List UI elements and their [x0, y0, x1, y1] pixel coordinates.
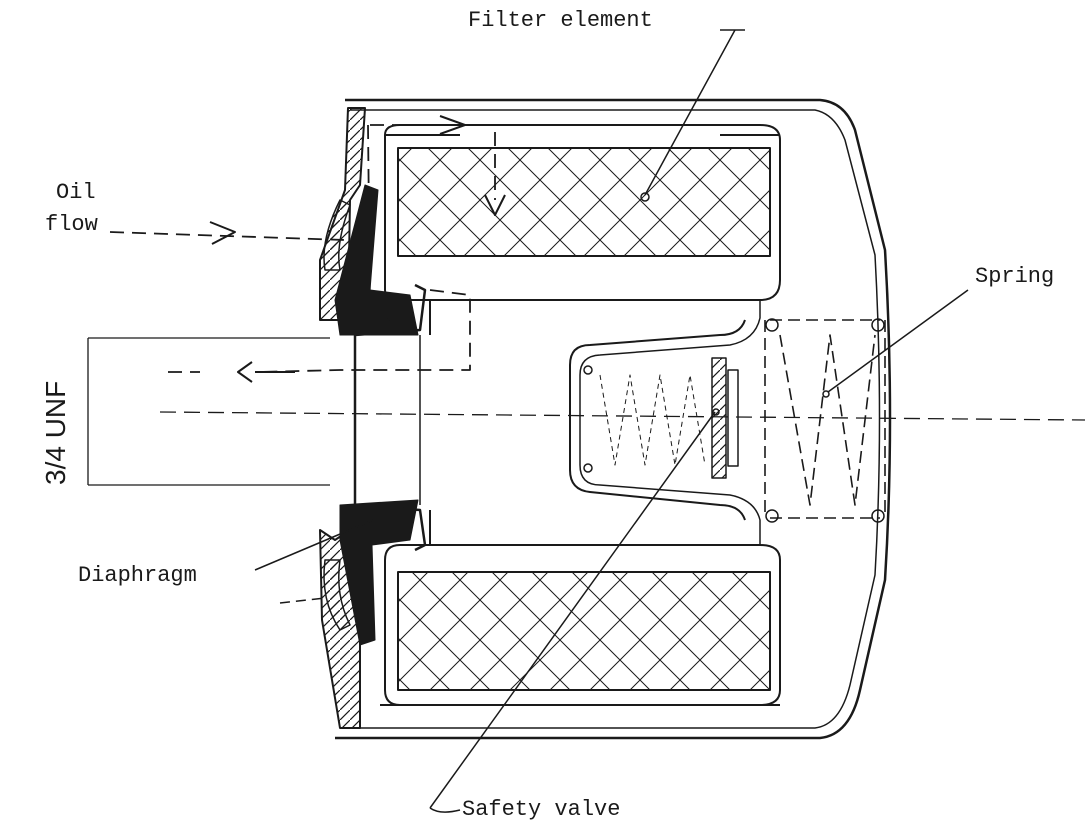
label-thread-size: 3/4 UNF [40, 380, 71, 485]
leader-safety-valve [429, 411, 716, 809]
lower-filter-element [380, 544, 781, 706]
upper-filter-element [384, 124, 781, 301]
oil-in-arrowhead [209, 221, 236, 245]
centre-line [159, 411, 1086, 421]
label-safety-valve: Safety valve [462, 797, 621, 822]
label-oil-flow-1: Oil [56, 180, 96, 205]
canister-shell [335, 98, 892, 740]
label-filter-element: Filter element [468, 8, 653, 33]
safety-valve-cup [569, 300, 761, 545]
diaphragm-upper [334, 184, 419, 336]
leader-spring [827, 289, 969, 393]
diaphragm-lower [339, 499, 419, 646]
centre-tube [354, 283, 427, 552]
main-spring [764, 319, 886, 519]
leader-filter-element [644, 29, 736, 196]
label-diaphragm: Diaphragm [78, 563, 197, 588]
label-oil-flow-2: flow [45, 212, 98, 237]
label-spring: Spring [975, 264, 1055, 289]
leader-diaphragm [254, 517, 379, 571]
